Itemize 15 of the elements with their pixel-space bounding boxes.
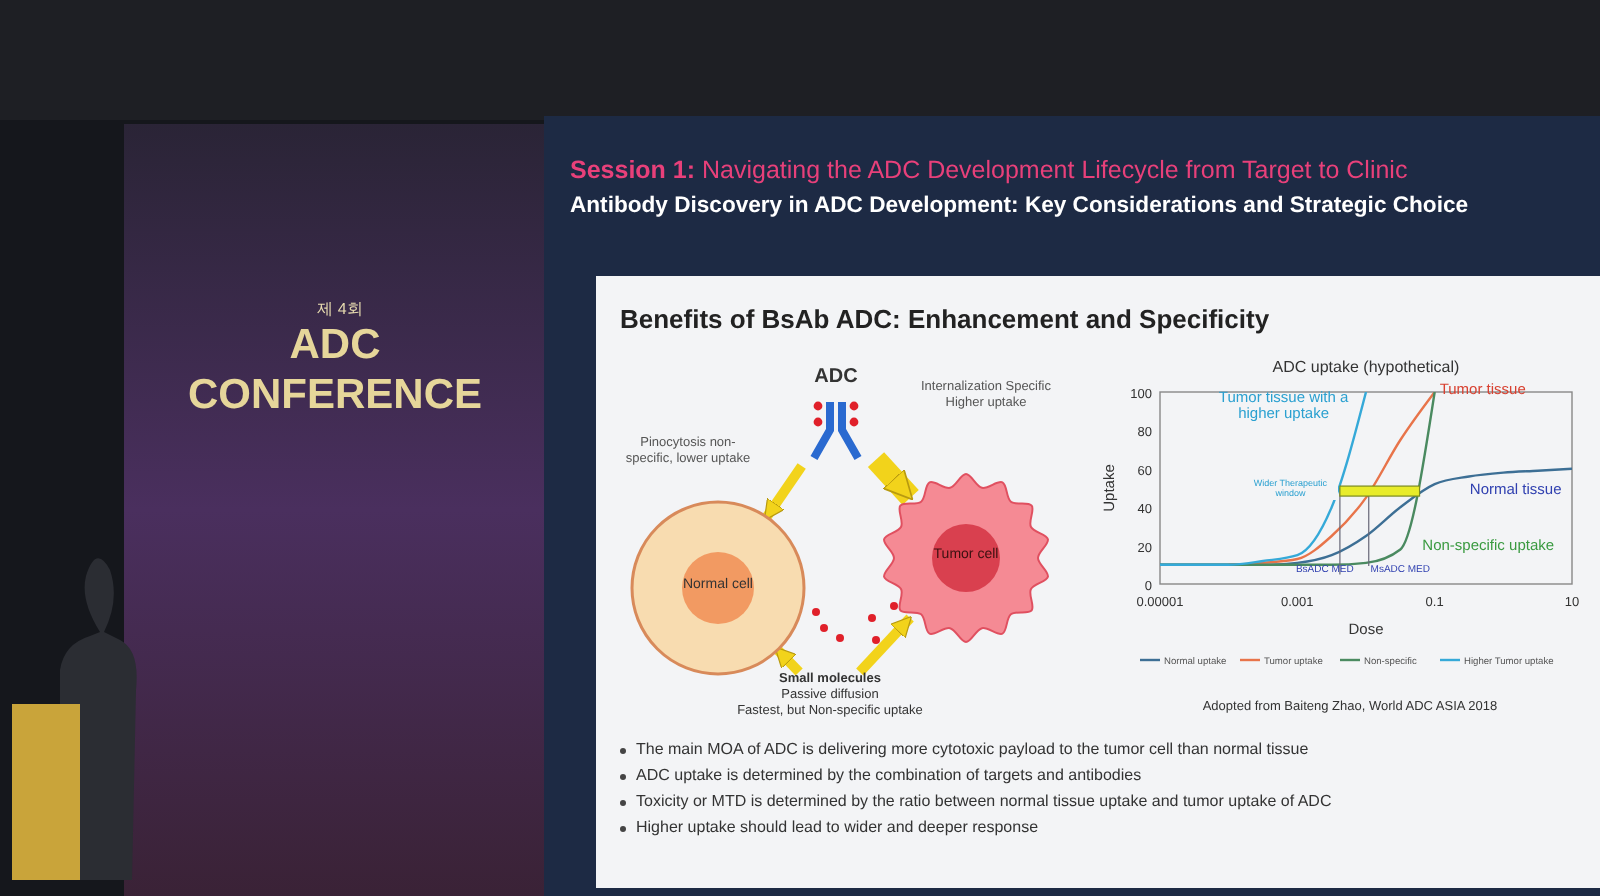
arrow: [867, 452, 919, 505]
bullet-point: The main MOA of ADC is delivering more cytotoxic payload to the tumor cell than normal tissue: [636, 740, 1309, 758]
arrow: [772, 644, 803, 676]
banner-title: ADC CONFERENCE: [187, 322, 482, 419]
banner-subtitle: 제 4회: [317, 300, 363, 318]
chart-title: ADC uptake (hypothetical): [1272, 358, 1460, 376]
session-title: Session 1: Navigating the ADC Development Lifecycle from Target to Clinic: [570, 156, 1408, 184]
bullet-point: ADC uptake is determined by the combination of targets and antibodies: [636, 766, 1142, 784]
bullet-point: Toxicity or MTD is determined by the ratio between normal tissue uptake and tumor uptake of ADC: [636, 792, 1332, 810]
bullet-point: Higher uptake should lead to wider and deeper response: [636, 818, 1039, 836]
node-label: ADC: [812, 366, 860, 388]
arrow: [856, 614, 914, 676]
slide-header: Antibody Discovery in ADC Development: Key Considerations and Strategic Choice: [570, 194, 1469, 218]
arrow: [761, 463, 806, 522]
slide-title: Benefits of BsAb ADC: Enhancement and Specificity: [620, 304, 1270, 334]
